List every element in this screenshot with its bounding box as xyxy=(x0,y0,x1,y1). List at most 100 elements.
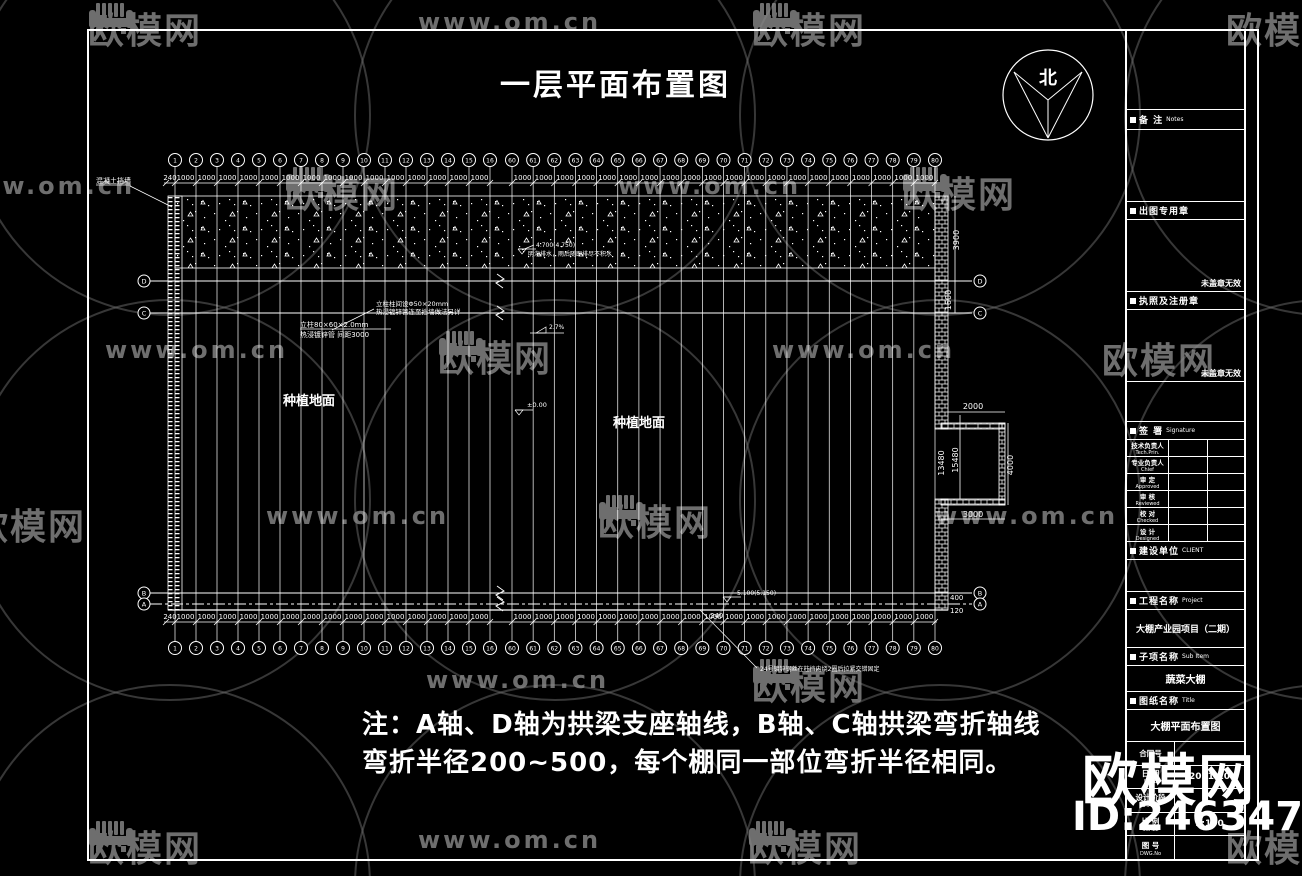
watermark-brand-text: 欧模网 xyxy=(752,11,867,52)
title-block-value: 大棚产业园项目（二期） xyxy=(1127,610,1244,648)
section-square-icon xyxy=(1130,297,1136,304)
section-square-icon xyxy=(1130,597,1136,604)
section-square-icon xyxy=(1130,653,1136,660)
watermark-url: www.om.cn xyxy=(105,336,288,364)
watermark-url: www.om.cn xyxy=(266,502,449,530)
watermark-brand: 欧模网 xyxy=(902,166,1016,218)
note-line-2: 弯折半径200~500，每个棚同一部位弯折半径相同。 xyxy=(362,748,1013,778)
watermark-brand-text: 欧模网 xyxy=(88,11,203,52)
title-block-box: 未盖章无效 xyxy=(1127,220,1244,292)
section-label-cn: 备 注 xyxy=(1139,116,1164,126)
section-label-en: Title xyxy=(1182,697,1195,704)
watermark-url-text: www.om.cn xyxy=(772,336,956,364)
watermark-url-text: www.om.cn xyxy=(618,172,802,200)
watermark-brand-text: 欧模网 xyxy=(902,175,1017,216)
section-square-icon xyxy=(1130,427,1136,434)
section-label-en: Sub Item xyxy=(1182,653,1210,660)
drawing-title: 一层平面布置图 xyxy=(500,68,731,103)
stamp-warning: 未盖章无效 xyxy=(1201,279,1241,288)
section-label-cn: 图纸名称 xyxy=(1139,697,1180,707)
section-label-en: Notes xyxy=(1166,116,1184,123)
title-block-box xyxy=(1127,30,1244,110)
watermark-brand-text: 欧模网 xyxy=(88,829,203,870)
title-block-box xyxy=(1127,560,1244,592)
watermark-brand-text: 欧模网 xyxy=(0,507,87,548)
signature-cell xyxy=(1169,491,1208,507)
watermark-url: www.om.cn xyxy=(772,336,955,364)
watermark-brand-text: 欧模网 xyxy=(748,829,863,870)
watermark-brand: 欧模网 xyxy=(88,820,202,872)
watermark-brand-text: 欧模网 xyxy=(598,503,713,544)
watermark-url: www.om.cn xyxy=(0,172,135,200)
signature-cell xyxy=(1169,440,1208,456)
signature-cell xyxy=(1208,457,1244,473)
watermark-brand: 欧模网 xyxy=(598,494,712,546)
note-line-1: 注：A轴、D轴为拱梁支座轴线，B轴、C轴拱梁弯折轴线 xyxy=(362,710,1041,740)
section-label-en: Project xyxy=(1182,597,1203,604)
watermark-brand: 欧模网 xyxy=(438,330,552,382)
section-label-cn: 执照及注册章 xyxy=(1139,297,1200,307)
section-label-en: Signature xyxy=(1166,427,1196,434)
signature-cell xyxy=(1208,440,1244,456)
watermark-url: www.om.cn xyxy=(618,172,801,200)
signature-cell xyxy=(1169,525,1208,541)
watermark-url-text: www.om.cn xyxy=(105,336,289,364)
watermark-url-text: www.om.cn xyxy=(418,8,602,36)
watermark-url-text: www.om.cn xyxy=(0,172,136,200)
watermark-url-text: www.om.cn xyxy=(266,502,450,530)
signature-cell xyxy=(1208,525,1244,541)
signature-cell xyxy=(1169,457,1208,473)
section-label-cn: 签 署 xyxy=(1139,427,1164,437)
section-label-cn: 子项名称 xyxy=(1139,653,1180,663)
watermark-brand-text: 欧模网 xyxy=(285,175,400,216)
general-note: 注：A轴、D轴为拱梁支座轴线，B轴、C轴拱梁弯折轴线 弯折半径200~500，每… xyxy=(362,706,1041,782)
watermark-brand-text: 欧模网 xyxy=(752,667,867,708)
signature-cell xyxy=(1208,474,1244,490)
title-block-section-header: 执照及注册章 xyxy=(1127,292,1244,310)
watermark-brand: 欧模网 xyxy=(752,2,866,54)
section-square-icon xyxy=(1130,207,1136,214)
watermark-brand: 欧模网 xyxy=(752,658,866,710)
title-block-box xyxy=(1127,382,1244,422)
section-label-cn: 出图专用章 xyxy=(1139,207,1190,217)
section-label-cn: 建设单位 xyxy=(1139,547,1180,557)
section-label-cn: 工程名称 xyxy=(1139,597,1180,607)
watermark-brand-text: 欧模网 xyxy=(438,339,553,380)
section-square-icon xyxy=(1130,116,1136,123)
watermark-url-text: www.om.cn xyxy=(426,666,610,694)
watermark-url: www.om.cn xyxy=(418,8,601,36)
watermark-url-text: www.om.cn xyxy=(935,502,1119,530)
watermark-brand: 欧模网 xyxy=(0,498,86,550)
stamp-warning: 未盖章无效 xyxy=(1201,369,1241,378)
watermark-url: www.om.cn xyxy=(935,502,1118,530)
watermark-brand: 欧模网 xyxy=(748,820,862,872)
section-square-icon xyxy=(1130,697,1136,704)
signature-cell xyxy=(1208,491,1244,507)
section-label-en: CLIENT xyxy=(1182,547,1204,554)
watermark-id: ID:2463478 xyxy=(1072,794,1302,840)
watermark-url-text: www.om.cn xyxy=(418,826,602,854)
signature-cell xyxy=(1208,508,1244,524)
watermark-url: www.om.cn xyxy=(426,666,609,694)
title-block-section-header: 出图专用章 xyxy=(1127,202,1244,220)
signature-cell xyxy=(1169,474,1208,490)
signature-cell xyxy=(1169,508,1208,524)
